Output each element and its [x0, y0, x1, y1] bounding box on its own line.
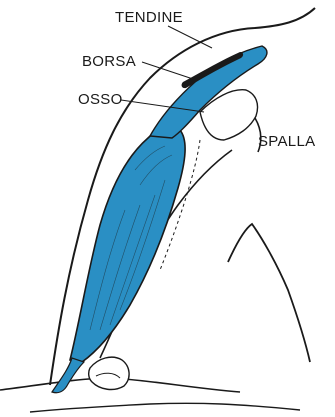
bursa-label: BORSA	[82, 54, 136, 69]
bone-label: OSSO	[78, 92, 123, 107]
torso-outline	[228, 224, 310, 362]
tendon-leader-line	[168, 26, 212, 48]
tendon-label: TENDINE	[115, 10, 183, 25]
shoulder-label: SPALLA	[258, 134, 315, 149]
biceps-muscle	[70, 127, 185, 362]
forearm-lower-outline	[30, 403, 300, 412]
lower-tendon	[52, 358, 84, 393]
